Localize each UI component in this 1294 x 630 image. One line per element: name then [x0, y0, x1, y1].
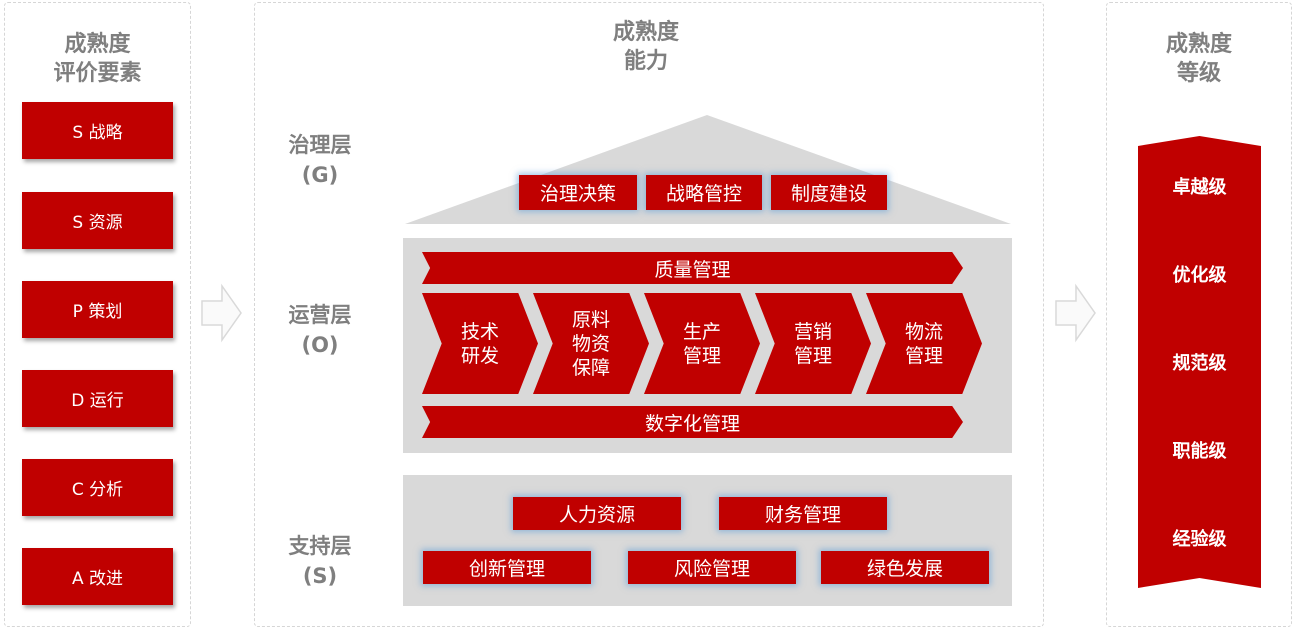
support-risk: 风险管理: [628, 551, 796, 584]
level-functional: 职能级: [1138, 400, 1261, 500]
level-optimized: 优化级: [1138, 224, 1261, 324]
chain-materials: 原料 物资 保障: [533, 293, 649, 394]
right-arrow-icon: [1055, 283, 1096, 343]
element-check: C 分析: [22, 459, 173, 516]
level-experience: 经验级: [1138, 488, 1261, 588]
level-excellent: 卓越级: [1138, 136, 1261, 236]
level-standardized: 规范级: [1138, 312, 1261, 412]
element-resources: S 资源: [22, 192, 173, 249]
evaluation-elements-title: 成熟度 评价要素: [53, 32, 142, 86]
right-arrow-icon: [201, 283, 242, 343]
element-act: A 改进: [22, 548, 173, 605]
operations-layer-label: 运营层 (O): [288, 303, 352, 357]
support-layer-label: 支持层 (S): [288, 534, 352, 588]
capability-title: 成熟度 能力: [612, 20, 679, 74]
governance-decision: 治理决策: [519, 175, 637, 210]
digital-management-bar: 数字化管理: [422, 406, 963, 438]
quality-management-bar: 质量管理: [422, 252, 963, 284]
element-plan: P 策划: [22, 281, 173, 338]
governance-layer-label: 治理层 (G): [288, 133, 352, 187]
system-building: 制度建设: [771, 175, 887, 210]
element-strategy: S 战略: [22, 102, 173, 159]
support-innovation: 创新管理: [423, 551, 591, 584]
support-green: 绿色发展: [821, 551, 989, 584]
strategy-control: 战略管控: [646, 175, 762, 210]
support-finance: 财务管理: [719, 497, 887, 530]
support-layer: [403, 475, 1012, 606]
element-do: D 运行: [22, 370, 173, 427]
support-hr: 人力资源: [513, 497, 681, 530]
chain-production: 生产 管理: [644, 293, 760, 394]
level-title: 成熟度 等级: [1165, 32, 1232, 86]
